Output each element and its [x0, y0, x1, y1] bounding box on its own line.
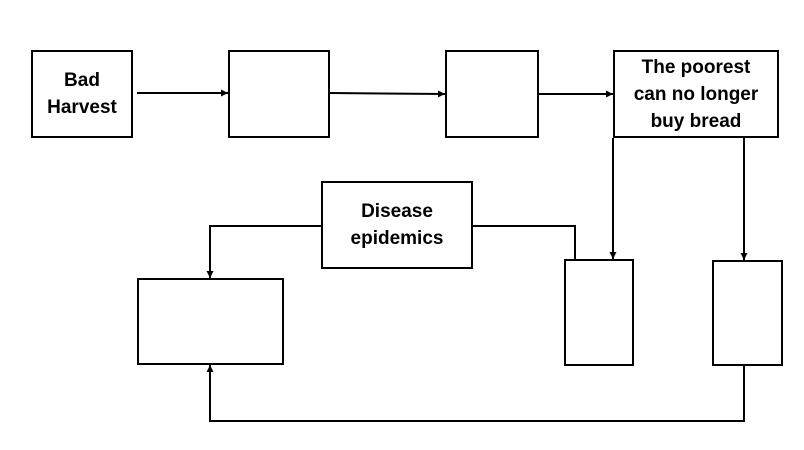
- arrow-box-2-to-box-3: [329, 90, 446, 98]
- box-blank-bottom-mid: [564, 259, 634, 366]
- box-poorest: The poorest can no longer buy bread: [613, 50, 779, 138]
- box-blank-top-2: [445, 50, 539, 138]
- box-blank-top-1: [228, 50, 330, 138]
- box-blank-bottom-left: [137, 278, 284, 365]
- box-disease-epidemics-label: Disease epidemics: [350, 201, 444, 249]
- box-poorest-label: The poorest can no longer buy bread: [633, 56, 759, 132]
- line-bottom-mid-to-disease: [473, 225, 576, 259]
- arrow-bottom-right-to-bottom-left: [206, 365, 745, 422]
- box-blank-bottom-right: [712, 260, 783, 366]
- box-disease-epidemics: Disease epidemics: [321, 181, 473, 269]
- box-bad-harvest-label: Bad Harvest: [47, 70, 117, 118]
- box-bad-harvest: Bad Harvest: [31, 50, 133, 138]
- arrow-disease-to-bottom-left: [206, 225, 321, 278]
